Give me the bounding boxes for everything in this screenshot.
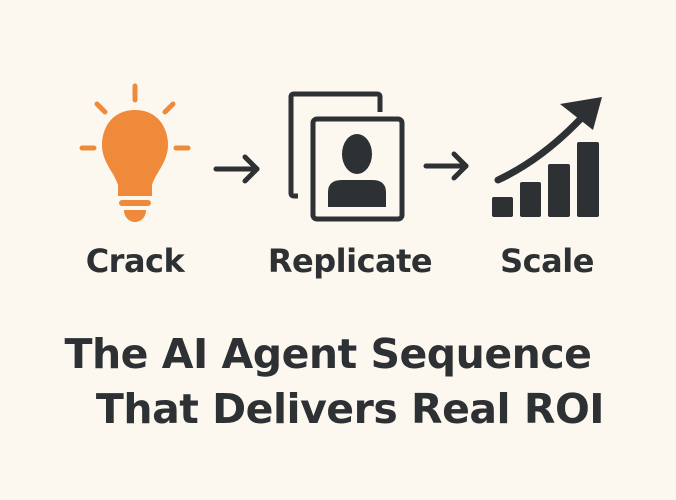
lightbulb-icon [79, 83, 191, 222]
title-line-1: The AI Agent Sequence [64, 330, 592, 378]
arrow-right-icon [213, 154, 260, 184]
title-line-2: That Delivers Real ROI [95, 385, 605, 433]
duplicate-profile-icon [288, 91, 405, 222]
step-label-replicate: Replicate [267, 242, 433, 280]
step-label-crack: Crack [85, 242, 185, 280]
arrow-right-icon [423, 151, 469, 181]
growth-chart-icon [492, 97, 602, 217]
step-label-scale: Scale [500, 242, 594, 280]
